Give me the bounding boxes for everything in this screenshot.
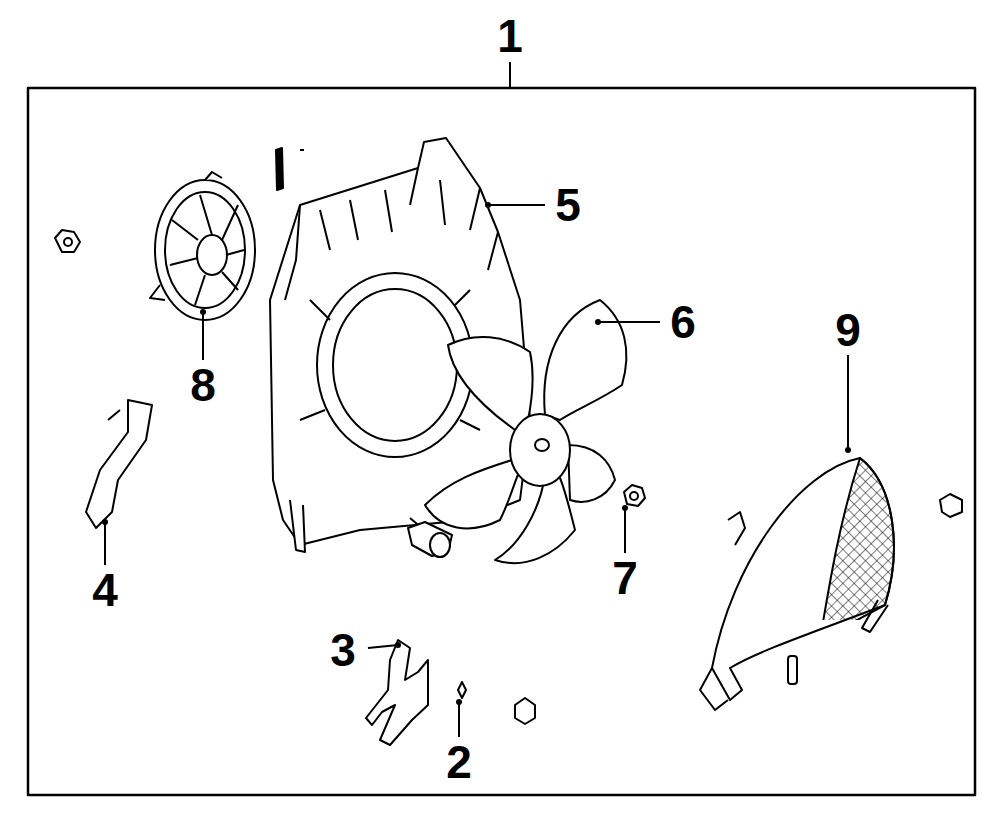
callout-number: 6 — [670, 299, 696, 345]
fan-blade — [425, 300, 626, 563]
leader-tip — [102, 202, 851, 705]
nut — [55, 230, 962, 724]
callout-number: 9 — [835, 307, 861, 353]
callout-number: 7 — [612, 555, 638, 601]
callout-number: 8 — [190, 362, 216, 408]
mounting-bracket — [86, 400, 152, 528]
callout-number: 5 — [555, 182, 581, 228]
fan-motor — [150, 172, 255, 320]
leader-line — [509, 62, 511, 88]
callout-number: 2 — [446, 739, 472, 785]
leader-line — [105, 205, 848, 737]
callout-number: 4 — [92, 567, 118, 613]
fan-grille — [700, 458, 894, 710]
callout-number: 3 — [330, 627, 356, 673]
mounting-bracket — [366, 640, 428, 745]
bolt — [408, 522, 452, 557]
clip — [788, 656, 797, 684]
assembly-frame — [28, 88, 975, 795]
callout-number: 1 — [497, 13, 523, 59]
